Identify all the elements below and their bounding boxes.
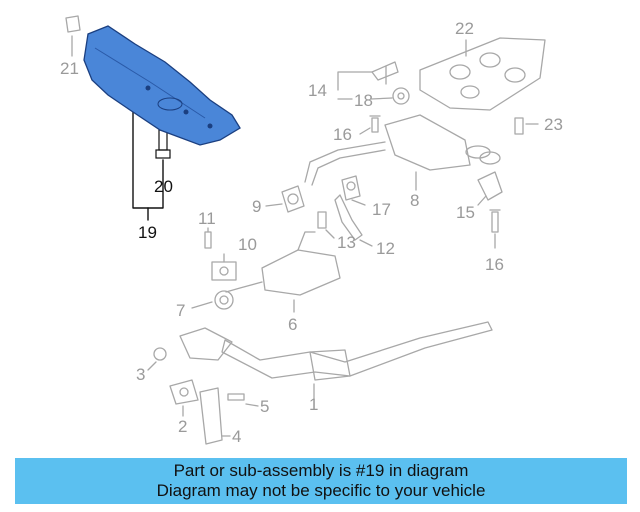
part-23-bolt	[514, 117, 524, 135]
part-4-bracket	[199, 387, 223, 445]
callout-8: 8	[410, 191, 419, 210]
part-6-center-muffler	[225, 231, 341, 296]
part-2-gasket	[169, 379, 199, 405]
callout-13: 13	[337, 233, 356, 252]
callout-15: 15	[456, 203, 475, 222]
callout-11: 11	[198, 209, 216, 228]
part-13-bolt	[317, 211, 327, 229]
callout-19: 19	[138, 223, 157, 242]
part-9-clamp	[281, 185, 305, 213]
part-5-bolt	[227, 393, 245, 401]
callout-16-upper: 16	[333, 125, 352, 144]
banner-line-part-number: Part or sub-assembly is #19 in diagram	[173, 461, 469, 480]
exhaust-system-diagram: 1 2 3 4 5 6 7 8 9 10 11 12 13 14 15 16 1…	[60, 15, 563, 446]
part-3-nut	[153, 347, 167, 361]
part-14-hanger	[371, 61, 399, 85]
part-18-rubber-ring	[392, 87, 410, 105]
part-16-bolt	[369, 115, 381, 133]
part-17-hanger	[341, 175, 361, 201]
callout-6: 6	[288, 315, 297, 334]
part-8-rear-muffler	[304, 114, 501, 186]
callout-22: 22	[455, 19, 474, 38]
callout-21: 21	[60, 59, 79, 78]
part-7-clamp	[214, 290, 234, 310]
callout-17: 17	[372, 200, 391, 219]
banner-line-disclaimer: Diagram may not be specific to your vehi…	[156, 481, 486, 500]
callout-16-lower: 16	[485, 255, 504, 274]
callout-20: 20	[154, 177, 173, 196]
part-16-bolt-lower	[489, 209, 501, 233]
callout-5: 5	[260, 397, 269, 416]
part-22-heat-shield	[419, 37, 546, 111]
part-21-clip	[65, 15, 81, 33]
part-10-mount	[211, 261, 237, 281]
part-11-bolt	[204, 231, 212, 249]
callout-1: 1	[309, 395, 318, 414]
part-15-bracket	[477, 171, 503, 201]
part-19-heat-shield-highlight	[83, 25, 241, 146]
callout-10: 10	[238, 235, 257, 254]
part-20-bolt	[155, 129, 171, 159]
callout-12: 12	[376, 239, 395, 258]
callout-18: 18	[354, 91, 373, 110]
notice-banner: Part or sub-assembly is #19 in diagram D…	[15, 458, 627, 504]
callout-3: 3	[136, 365, 145, 384]
callout-2: 2	[178, 417, 187, 436]
callout-23: 23	[544, 115, 563, 134]
callout-7: 7	[176, 301, 185, 320]
callout-9: 9	[252, 197, 261, 216]
callout-14: 14	[308, 81, 327, 100]
part-12-bracket	[334, 194, 363, 241]
part-1-front-pipe	[179, 321, 493, 381]
callout-4: 4	[232, 427, 241, 446]
